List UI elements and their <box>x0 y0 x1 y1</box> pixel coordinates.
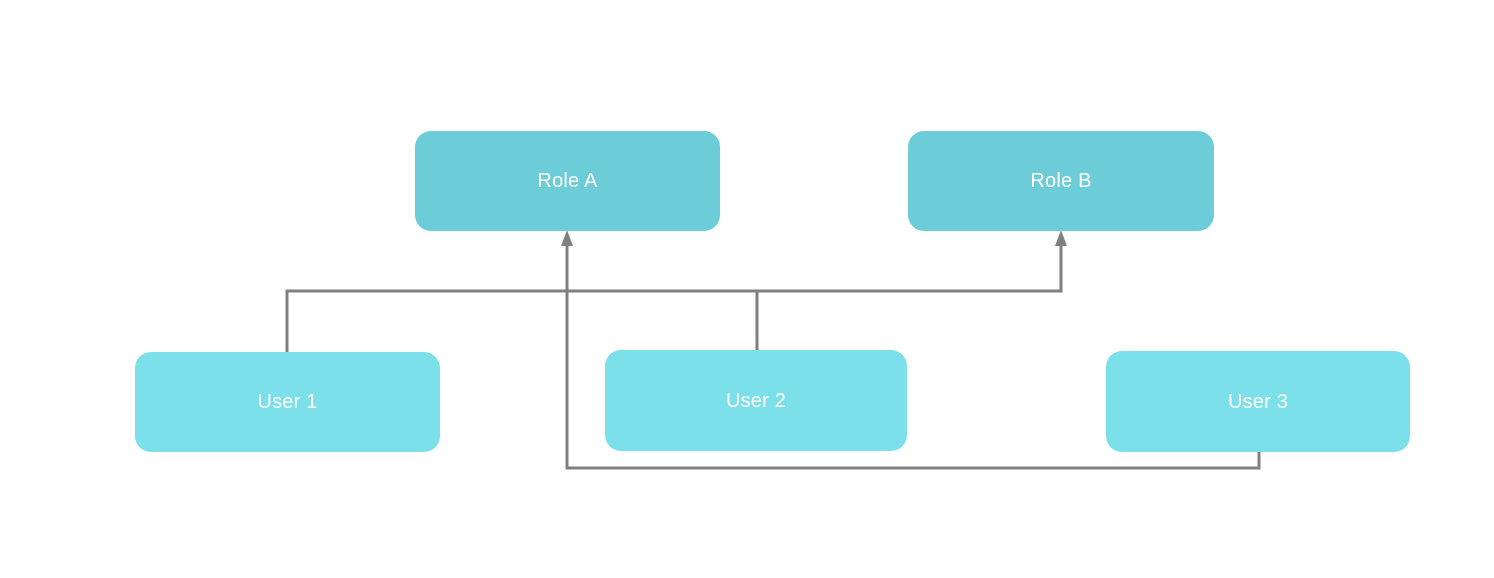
node-user-3[interactable]: User 3 <box>1106 351 1410 452</box>
node-label-user-1: User 1 <box>257 391 318 413</box>
edge-user2-rolea[interactable] <box>565 246 759 350</box>
node-user-1[interactable]: User 1 <box>135 352 440 452</box>
node-role-b[interactable]: Role B <box>908 131 1214 231</box>
node-label-user-3: User 3 <box>1227 390 1289 413</box>
node-user-2[interactable]: User 2 <box>605 350 907 451</box>
node-label-role-b: Role B <box>1030 170 1092 192</box>
node-role-a[interactable]: Role A <box>415 131 720 231</box>
arrowhead-rolea <box>561 230 573 246</box>
node-label-user-2: User 2 <box>725 389 787 412</box>
edge-user3-rolea[interactable] <box>561 230 1261 470</box>
node-label-role-a: Role A <box>537 170 598 192</box>
arrowhead-roleb <box>1055 230 1067 246</box>
